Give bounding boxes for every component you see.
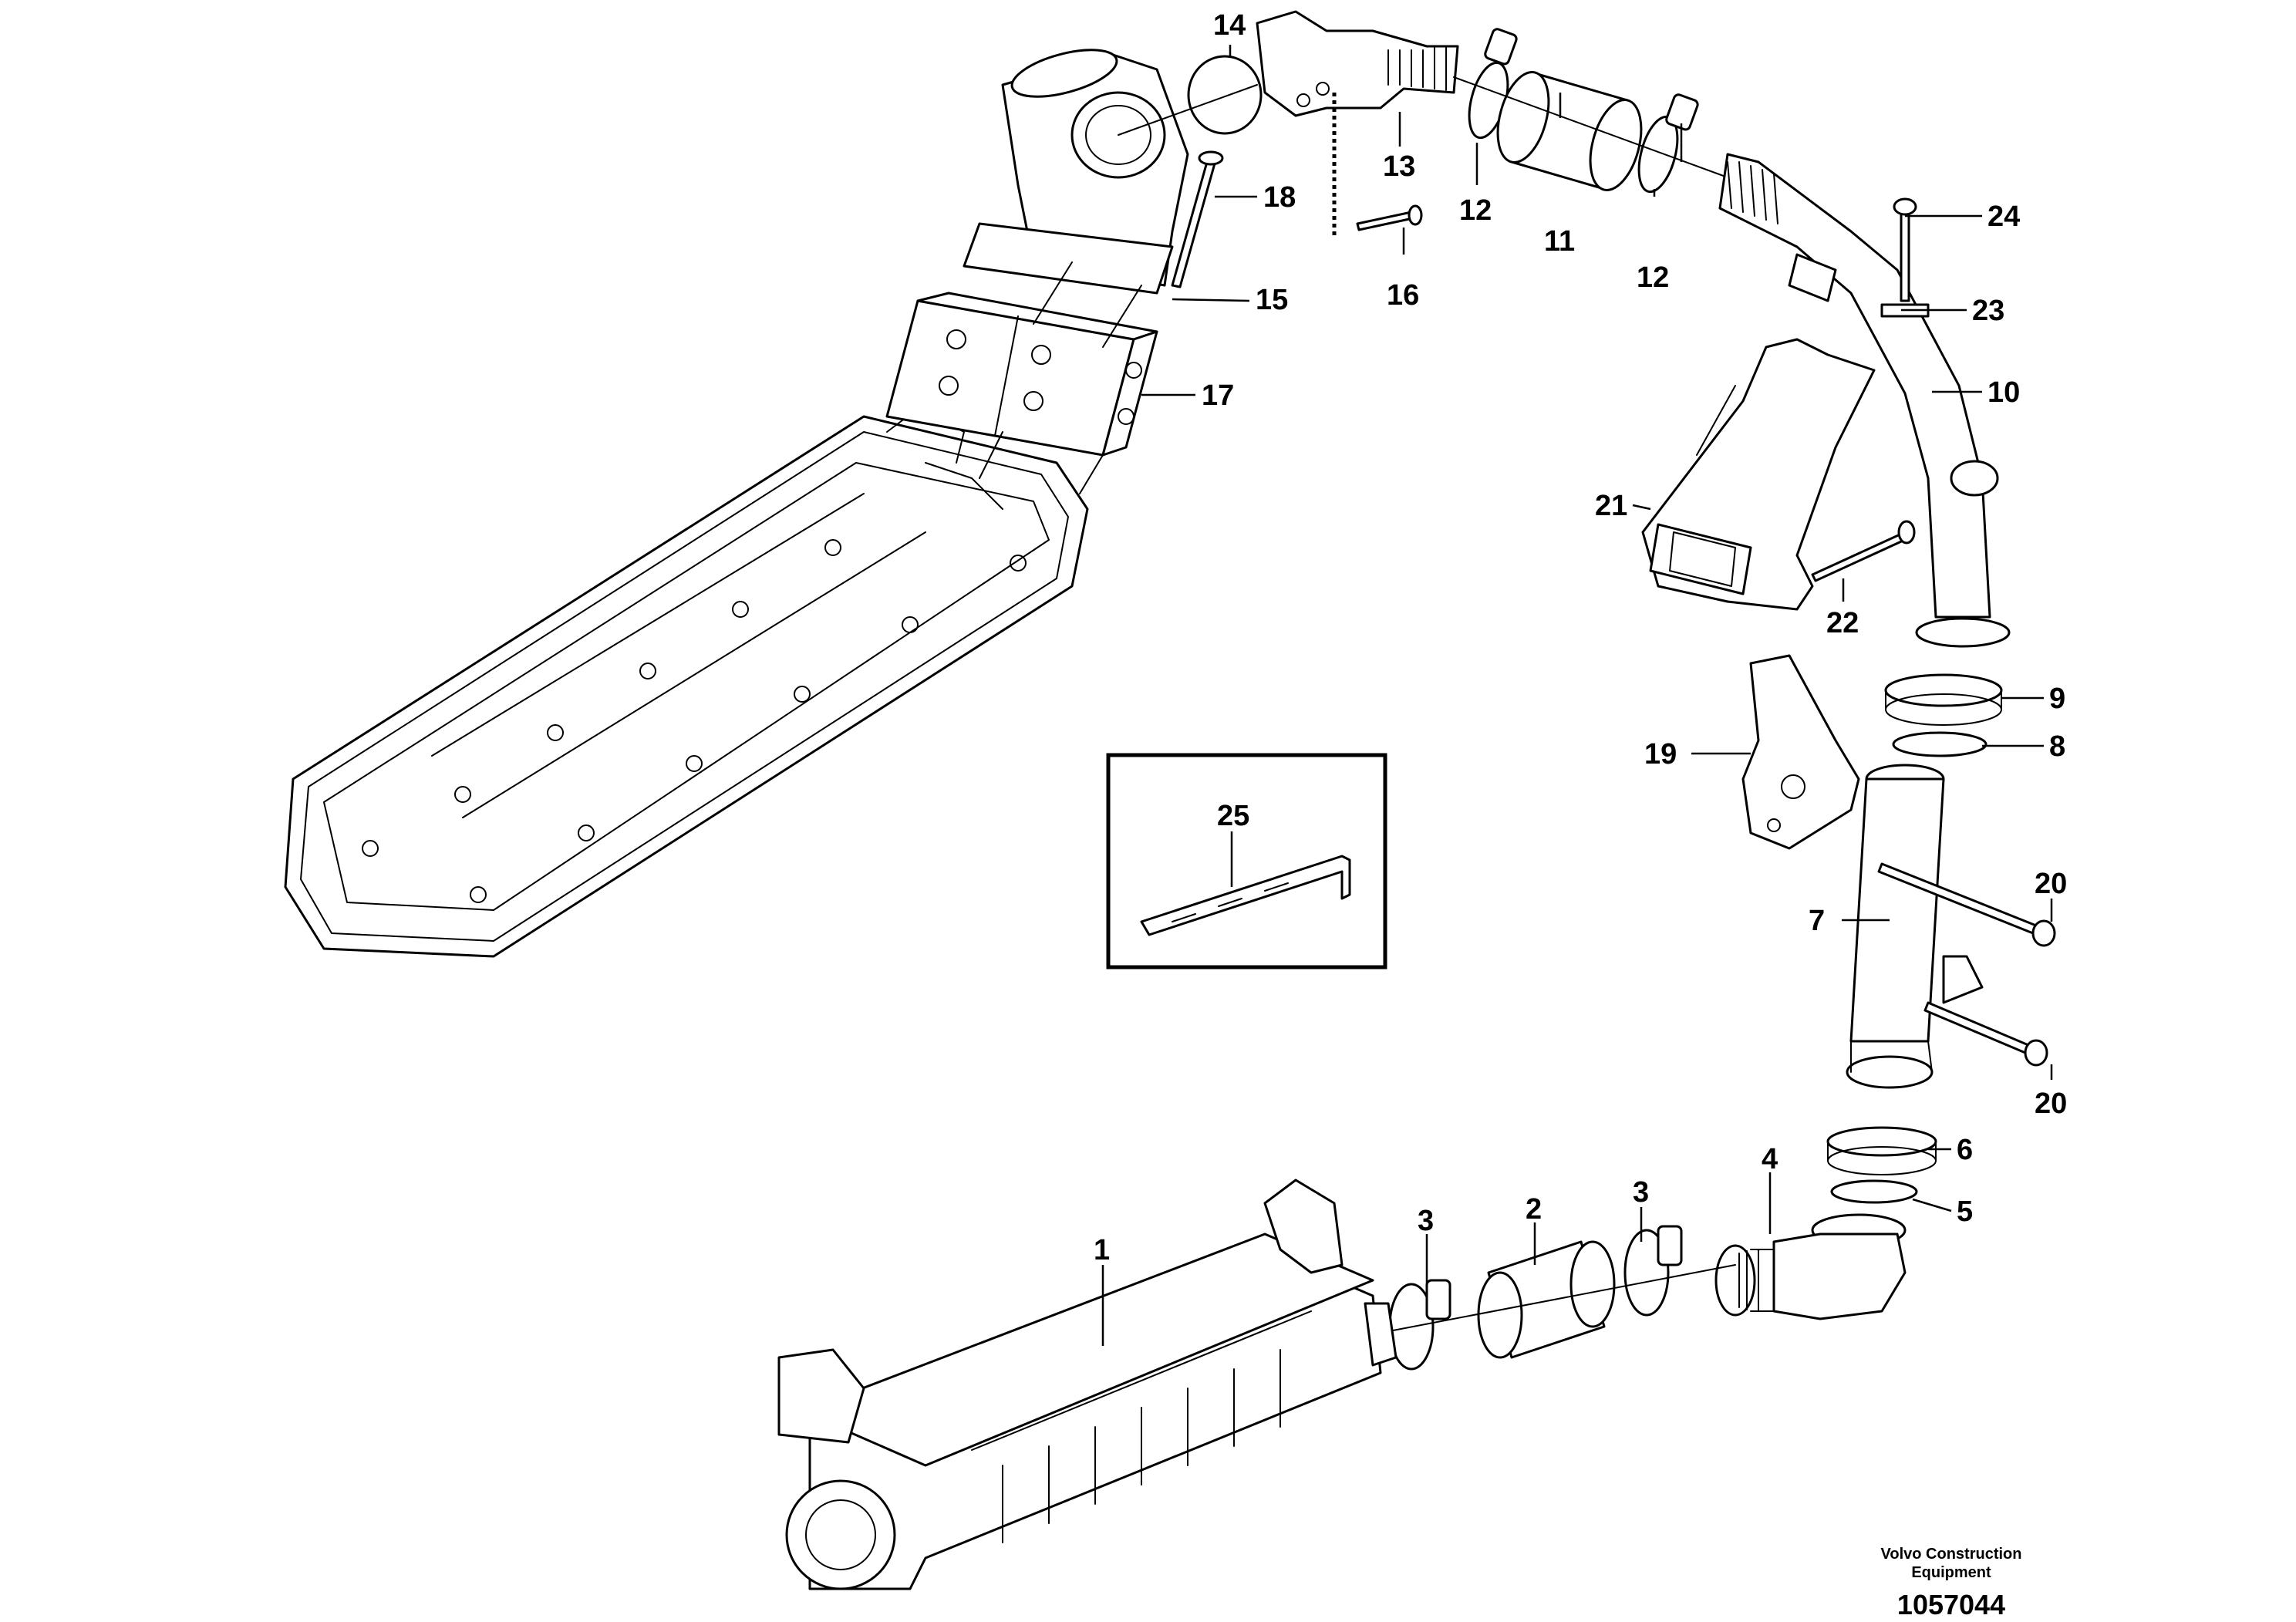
callout-3a: 3 (1418, 1205, 1434, 1237)
brand-line-1: Volvo Construction (1881, 1546, 2022, 1563)
part-1-cooler (777, 1179, 1397, 1590)
callout-8: 8 (2049, 730, 2065, 763)
part-4-elbow (1714, 1213, 1907, 1320)
part-20-bolt-lower (1923, 1001, 2048, 1067)
callout-4: 4 (1762, 1143, 1778, 1175)
part-15-housing (963, 49, 1189, 295)
callout-21: 21 (1595, 490, 1627, 522)
callout-3b: 3 (1633, 1176, 1649, 1209)
intake-manifold (284, 408, 1089, 958)
drawing-number: 1057044 (1897, 1589, 2005, 1620)
callout-19: 19 (1644, 738, 1677, 771)
callout-20b: 20 (2035, 1088, 2067, 1120)
callout-6: 6 (1957, 1134, 1973, 1166)
part-14-o-ring (1187, 55, 1263, 135)
part-13-pipe (1256, 10, 1459, 117)
callout-7: 7 (1809, 905, 1825, 937)
part-8-o-ring (1892, 731, 1988, 757)
part-24-bolt (1893, 197, 1917, 302)
part-7-pipe (1846, 764, 1984, 1089)
part-18-bolt (1171, 150, 1224, 288)
callout-12a: 12 (1459, 194, 1492, 227)
assembly-axis-lower (1372, 1264, 1736, 1335)
part-17-block (885, 292, 1158, 457)
callout-23: 23 (1972, 295, 2004, 327)
inset-detail-box: 25 (1106, 753, 1387, 969)
callout-11: 11 (1544, 225, 1575, 258)
callout-labels: 1 2 3 3 4 5 6 7 8 9 10 11 12 12 13 14 15… (1094, 9, 2067, 1266)
callout-13: 13 (1383, 150, 1415, 183)
callout-12b: 12 (1637, 261, 1669, 294)
callout-22: 22 (1826, 607, 1859, 639)
part-22-bolt (1811, 520, 1916, 582)
part-5-o-ring (1830, 1179, 1918, 1204)
callout-1: 1 (1094, 1234, 1110, 1266)
callout-2: 2 (1526, 1193, 1542, 1226)
callout-18: 18 (1263, 181, 1296, 214)
brand-line-2: Equipment (1911, 1564, 1991, 1581)
part-20-bolt-upper (1877, 862, 2056, 947)
callout-9: 9 (2049, 683, 2065, 715)
part-6-clamp (1826, 1126, 1937, 1175)
footer: Volvo Construction Equipment 1057044 (1881, 1546, 2022, 1620)
part-10-tube (1718, 153, 2011, 648)
callout-16: 16 (1387, 279, 1419, 312)
callout-20a: 20 (2035, 868, 2067, 900)
callout-15: 15 (1256, 284, 1288, 316)
callout-24: 24 (1988, 201, 2020, 233)
part-21-bracket (1641, 338, 1999, 611)
part-12-clamp-right (1637, 93, 1699, 194)
callout-25: 25 (1217, 800, 1249, 832)
assembly-lines-left (979, 84, 1258, 494)
part-9-clamp (1884, 673, 2003, 726)
part-16-bolt (1356, 204, 1423, 231)
callout-14: 14 (1213, 9, 1246, 42)
callout-10: 10 (1988, 376, 2020, 409)
part-3-clamp-right (1623, 1225, 1683, 1317)
part-2-hose (1477, 1240, 1616, 1359)
part-19-plate (1741, 654, 1860, 850)
callout-17: 17 (1202, 379, 1234, 412)
leader-lines (1101, 45, 2053, 1346)
callout-5: 5 (1957, 1195, 1973, 1228)
part-11-hose (1496, 71, 1643, 191)
